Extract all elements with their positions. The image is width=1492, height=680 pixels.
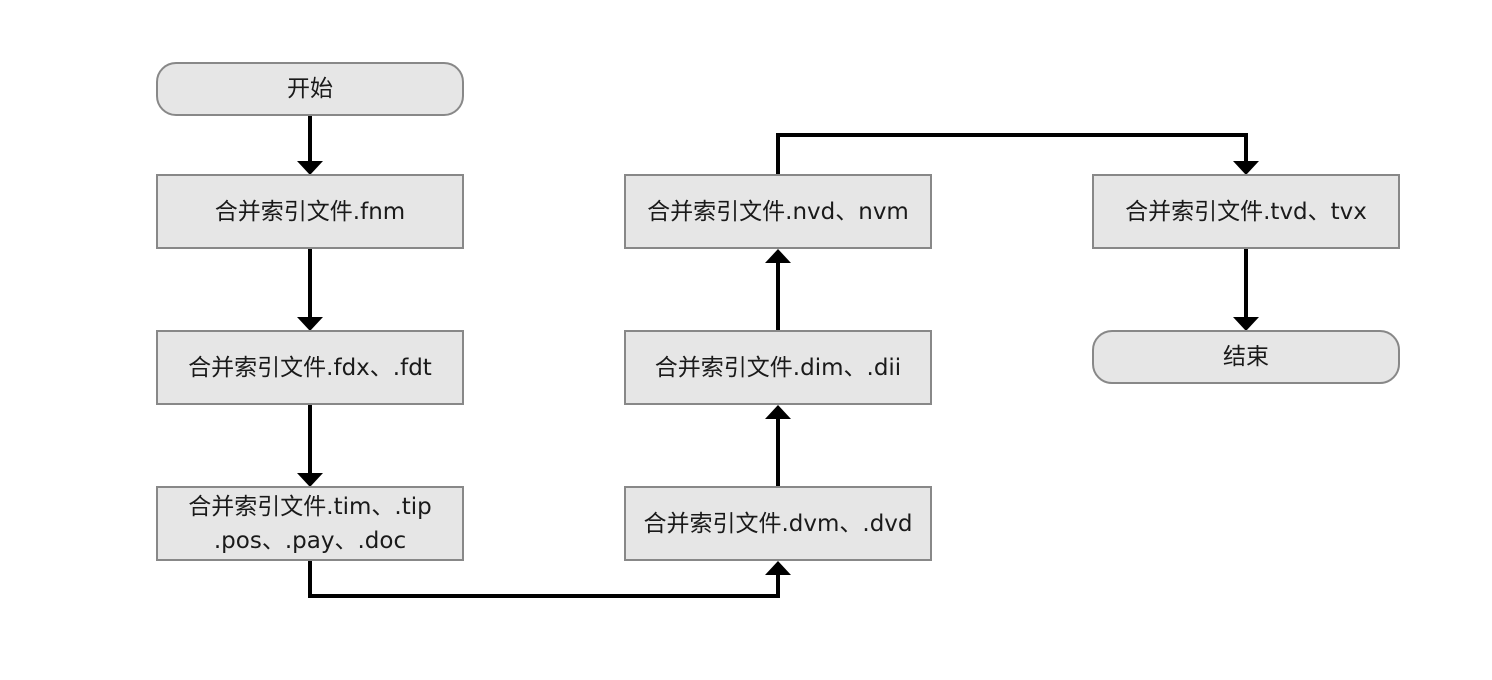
start-node: 开始 bbox=[156, 62, 464, 116]
arrowhead-fnm-fdx bbox=[297, 317, 323, 331]
arrowhead-fdx-tim bbox=[297, 473, 323, 487]
dvm-dvd-node-label: 合并索引文件.dvm、.dvd bbox=[643, 510, 913, 537]
start-node-label: 开始 bbox=[287, 76, 333, 102]
fnm-node-label: 合并索引文件.fnm bbox=[214, 198, 406, 225]
arrowhead-nvd-tvd bbox=[1233, 161, 1259, 175]
arrowhead-dvm-dim bbox=[765, 405, 791, 419]
arrowhead-start-fnm bbox=[297, 161, 323, 175]
arrowhead-dim-nvd bbox=[765, 249, 791, 263]
tim-tip-node: 合并索引文件.tim、.tip .pos、.pay、.doc bbox=[156, 486, 464, 561]
fdx-fdt-node: 合并索引文件.fdx、.fdt bbox=[156, 330, 464, 405]
fnm-node: 合并索引文件.fnm bbox=[156, 174, 464, 249]
tim-tip-node-label: 合并索引文件.tim、.tip .pos、.pay、.doc bbox=[188, 493, 432, 554]
tvd-tvx-node: 合并索引文件.tvd、tvx bbox=[1092, 174, 1400, 249]
arrowhead-tim-dvm bbox=[765, 561, 791, 575]
end-node-label: 结束 bbox=[1223, 344, 1269, 370]
connector-nvd-tvd bbox=[776, 133, 1248, 175]
nvd-nvm-node-label: 合并索引文件.nvd、nvm bbox=[647, 198, 909, 225]
tvd-tvx-node-label: 合并索引文件.tvd、tvx bbox=[1125, 198, 1367, 225]
nvd-nvm-node: 合并索引文件.nvd、nvm bbox=[624, 174, 932, 249]
dim-dii-node-label: 合并索引文件.dim、.dii bbox=[654, 354, 902, 381]
end-node: 结束 bbox=[1092, 330, 1400, 384]
fdx-fdt-node-label: 合并索引文件.fdx、.fdt bbox=[188, 354, 432, 381]
dvm-dvd-node: 合并索引文件.dvm、.dvd bbox=[624, 486, 932, 561]
connector-tim-dvm bbox=[308, 561, 780, 598]
arrowhead-tvd-end bbox=[1233, 317, 1259, 331]
dim-dii-node: 合并索引文件.dim、.dii bbox=[624, 330, 932, 405]
